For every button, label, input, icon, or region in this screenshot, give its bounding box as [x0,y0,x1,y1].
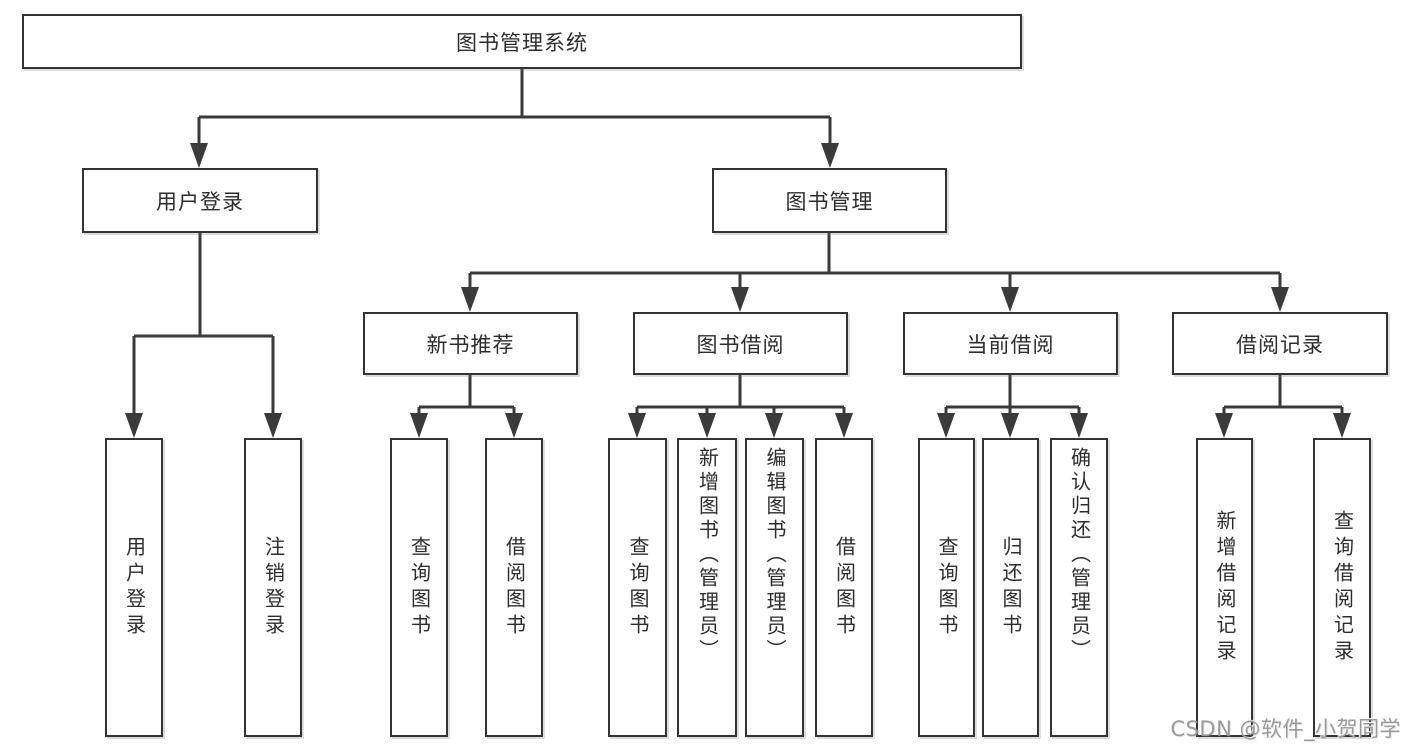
leaf-confirm-return-admin: 确认归还（管理员） [1050,438,1108,737]
leaf-user-login-label: 用户登录 [122,535,147,640]
leaf-query-borrow-record-label: 查询借阅记录 [1330,509,1355,666]
leaf-add-borrow-record-label: 新增借阅记录 [1213,509,1237,666]
leaf-user-login: 用户登录 [105,438,163,737]
node-new-book-recommend-label: 新书推荐 [426,332,515,357]
node-new-book-recommend: 新书推荐 [363,312,578,375]
node-user-login: 用户登录 [82,168,318,233]
node-book-management: 图书管理 [712,168,947,233]
node-borrow-records: 借阅记录 [1172,312,1388,375]
node-borrow-records-label: 借阅记录 [1236,332,1324,357]
node-book-management-label: 图书管理 [785,189,874,214]
leaf-borrowing-query-books: 查询图书 [608,438,667,737]
leaf-logout: 注销登录 [244,438,302,737]
leaf-borrowing-borrow-books-label: 借阅图书 [832,535,857,640]
leaf-confirm-return-admin-label: 确认归还（管理员） [1067,447,1092,663]
leaf-recommend-borrow-books: 借阅图书 [485,438,543,737]
arrowheads [125,143,1351,438]
leaf-borrowing-borrow-books: 借阅图书 [815,438,873,737]
leaf-recommend-query-books: 查询图书 [390,438,448,737]
leaf-return-books-label: 归还图书 [999,535,1023,640]
leaf-add-borrow-record: 新增借阅记录 [1196,438,1253,737]
node-current-borrowing: 当前借阅 [903,312,1118,375]
leaf-logout-label: 注销登录 [261,535,286,640]
leaf-query-borrow-record: 查询借阅记录 [1313,438,1371,737]
leaf-current-query-books-label: 查询图书 [935,535,959,640]
node-user-login-label: 用户登录 [156,189,244,214]
leaf-borrowing-query-books-label: 查询图书 [626,535,650,640]
csdn-watermark: CSDN @软件_小贺同学 [1170,717,1401,741]
leaf-add-books-admin: 新增图书（管理员） [677,438,737,737]
node-book-borrowing-label: 图书借阅 [696,332,785,357]
leaf-recommend-borrow-books-label: 借阅图书 [502,535,527,640]
leaf-add-books-admin-label: 新增图书（管理员） [695,447,720,663]
node-library-system-label: 图书管理系统 [456,30,588,55]
leaf-edit-books-admin: 编辑图书（管理员） [745,438,804,737]
leaf-current-query-books: 查询图书 [918,438,975,737]
leaf-recommend-query-books-label: 查询图书 [407,535,432,640]
node-library-system: 图书管理系统 [22,14,1022,69]
tree-edges [132,69,1344,420]
leaf-return-books: 归还图书 [982,438,1039,737]
node-book-borrowing: 图书借阅 [633,312,848,375]
node-current-borrowing-label: 当前借阅 [966,332,1055,357]
leaf-edit-books-admin-label: 编辑图书（管理员） [763,447,787,663]
